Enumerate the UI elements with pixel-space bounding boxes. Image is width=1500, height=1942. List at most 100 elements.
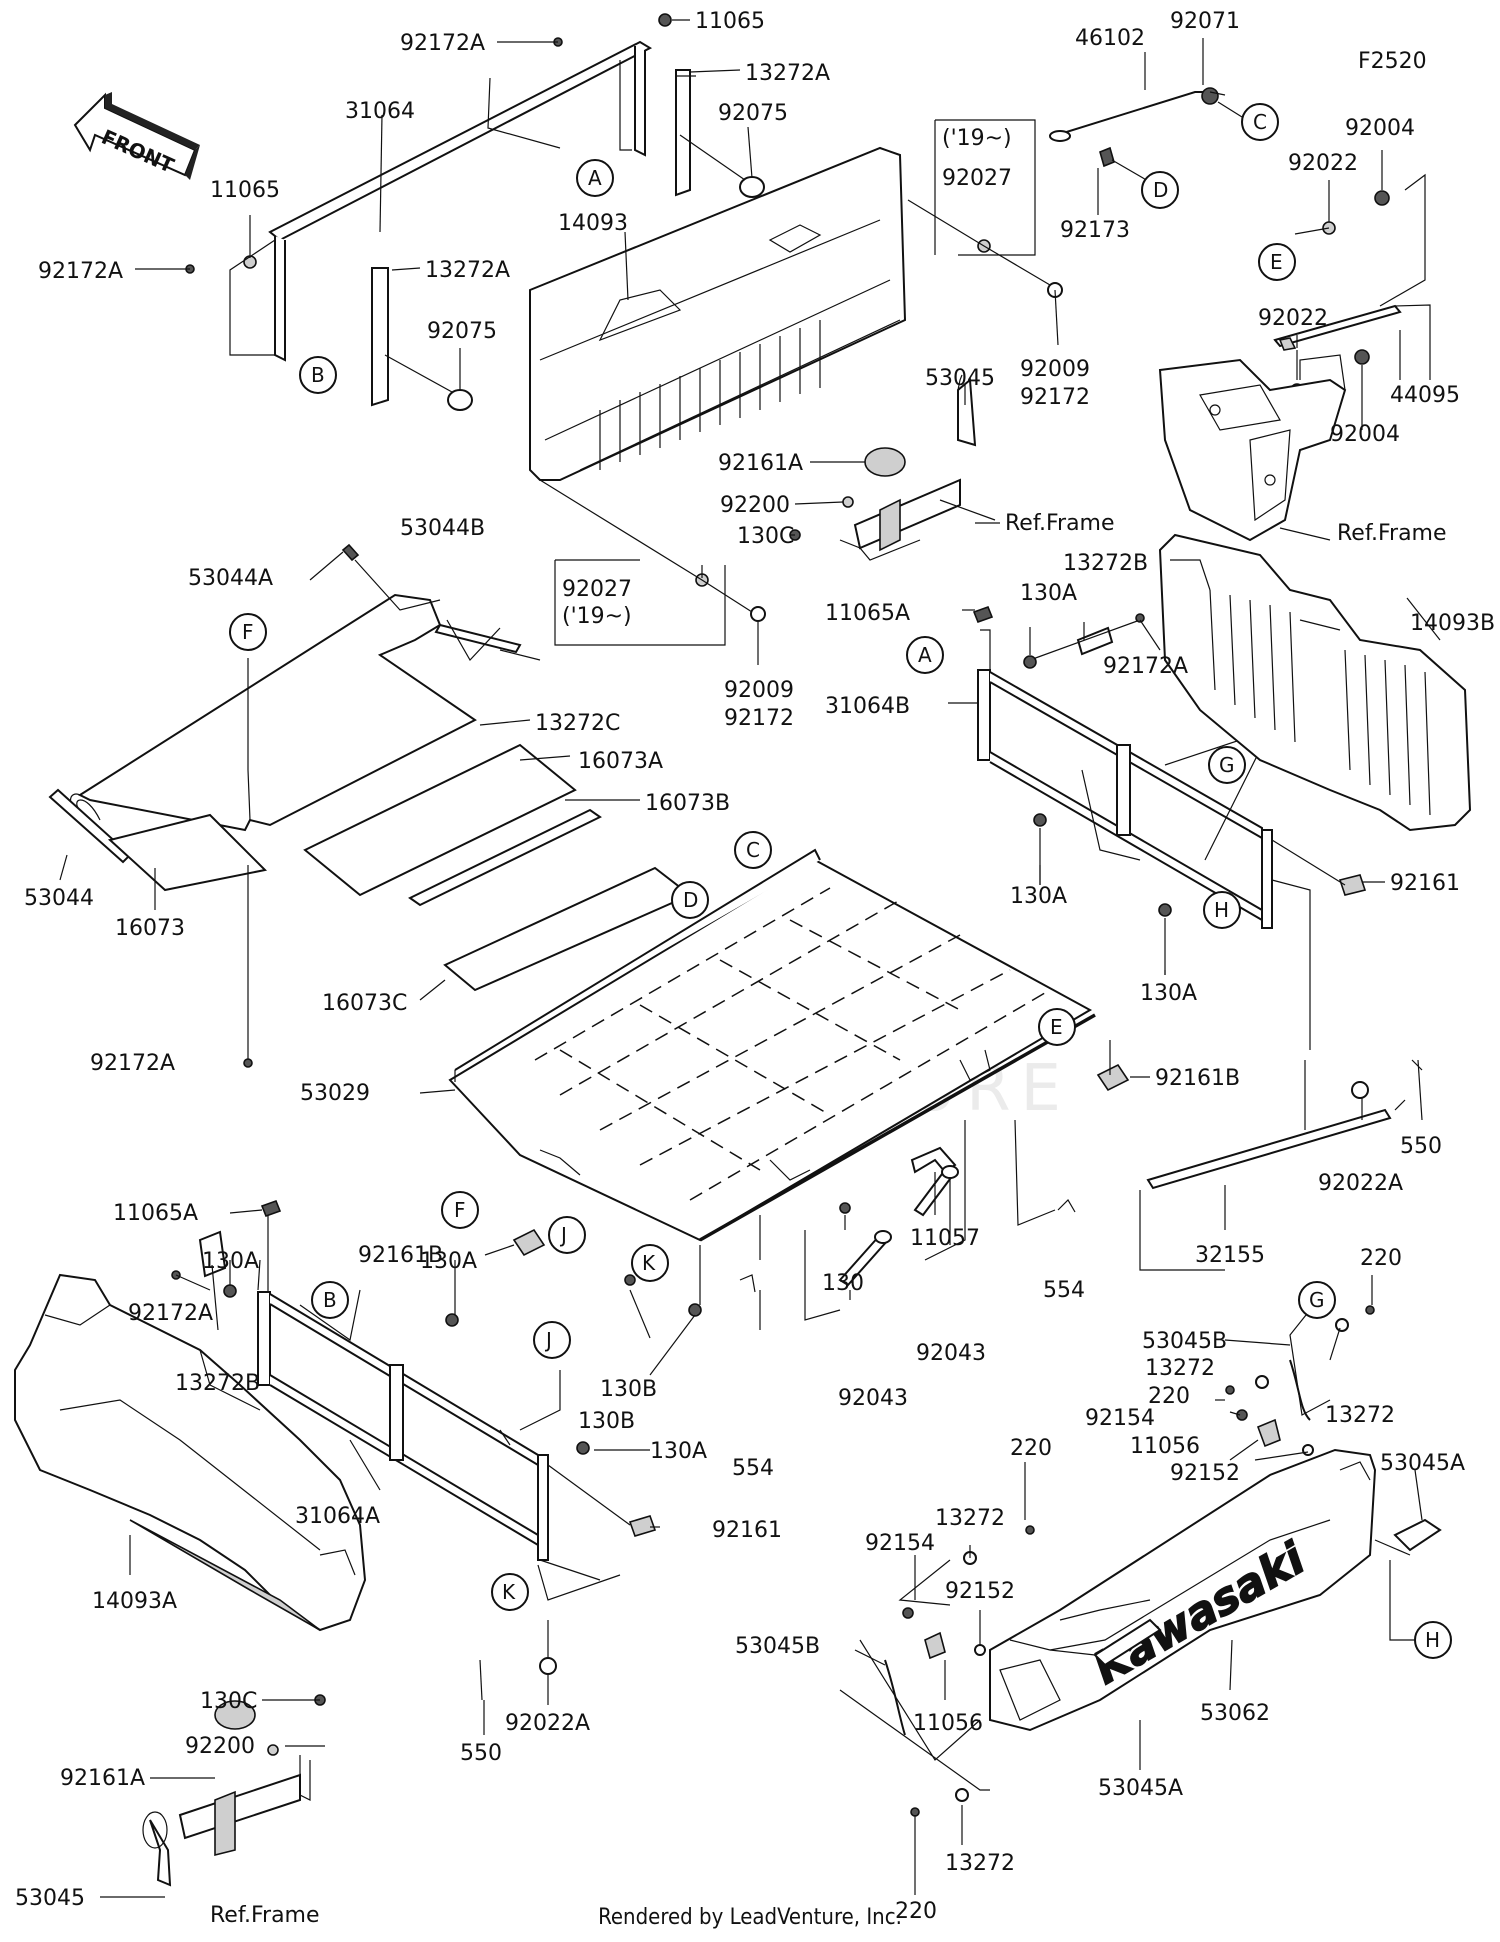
svg-text:J: J (559, 1223, 567, 1247)
callout-A-mid: A (906, 636, 944, 674)
label-130A-r2: 130A (1010, 884, 1067, 909)
pin-554-right (1057, 1199, 1076, 1213)
label-11056-bottom: 11056 (913, 1711, 983, 1736)
footer-credit: Rendered by LeadVenture, Inc. (598, 1905, 902, 1930)
svg-text:G: G (1309, 1288, 1325, 1312)
bed-floor-53029 (448, 848, 1096, 1242)
bracket-13272A-mid (371, 267, 389, 407)
svg-text:H: H (1425, 1628, 1440, 1652)
svg-text:H: H (1214, 898, 1229, 922)
strap-53045B-top (1289, 1359, 1311, 1421)
nut-92004-top (1374, 190, 1390, 206)
side-panel-14093B (1158, 533, 1472, 832)
svg-text:E: E (1050, 1015, 1063, 1039)
year-note-text-upper: ('19~) (942, 126, 1012, 151)
year-note-lower: ('19~) (554, 559, 726, 646)
label-13272B-right: 13272B (1063, 551, 1148, 576)
svg-text:E: E (1270, 250, 1283, 274)
bumper-92161B-left (512, 1228, 546, 1257)
label-14093B: 14093B (1410, 611, 1495, 636)
label-92161A-top: 92161A (718, 451, 803, 476)
svg-text:A: A (588, 166, 602, 190)
grommet-92075-top (739, 176, 765, 198)
callout-F-upper: F (229, 613, 267, 651)
tailgate-53062: Kawasaki (989, 1448, 1377, 1732)
callout-E-upper: E (1258, 243, 1296, 281)
cap-11065A-right (972, 605, 994, 624)
label-220-a: 220 (1360, 1246, 1402, 1271)
label-92172-lower: 92172 (724, 706, 794, 731)
cap-11065A-left (260, 1199, 282, 1218)
label-92152-b: 92152 (945, 1579, 1015, 1604)
label-16073C: 16073C (322, 991, 407, 1016)
callout-F-bed: F (441, 1191, 479, 1229)
label-92043-b: 92043 (916, 1341, 986, 1366)
label-53045B-top: 53045B (1142, 1329, 1227, 1354)
handle-53045A-bottom (1093, 1618, 1162, 1667)
label-92154-b: 92154 (865, 1531, 935, 1556)
label-130C-bottom: 130C (200, 1689, 257, 1714)
label-92161A-bottom: 92161A (60, 1766, 145, 1791)
svg-text:B: B (323, 1288, 337, 1312)
label-11065A-right: 11065A (825, 601, 910, 626)
grommet-92075-mid (447, 389, 473, 411)
svg-text:F: F (454, 1198, 466, 1222)
label-92022-top: 92022 (1288, 151, 1358, 176)
callout-C-bed: C (734, 831, 772, 869)
front-arrow-icon: FRONT (73, 92, 200, 180)
label-53045B-bottom: 53045B (735, 1634, 820, 1659)
label-11065-top: 11065 (695, 9, 765, 34)
svg-text:K: K (502, 1580, 516, 1604)
diagram-code: F2520 (1358, 49, 1427, 74)
label-92004-top: 92004 (1345, 116, 1415, 141)
label-31064B: 31064B (825, 694, 910, 719)
label-92004-mid: 92004 (1330, 422, 1400, 447)
nut-92004-mid (1354, 349, 1370, 365)
clip-53044A (341, 543, 360, 562)
label-46102: 46102 (1075, 26, 1145, 51)
label-11065A-left: 11065A (113, 1201, 198, 1226)
label-554-left: 554 (732, 1456, 774, 1481)
label-13272-a: 13272 (1145, 1356, 1215, 1381)
mat-16073A (303, 743, 577, 897)
label-130A-l1: 130A (202, 1249, 259, 1274)
callout-B-lower: B (311, 1281, 349, 1319)
label-92022A-right: 92022A (1318, 1171, 1403, 1196)
svg-text:B: B (311, 363, 325, 387)
callout-H-mid: H (1203, 891, 1241, 929)
label-92071: 92071 (1170, 9, 1240, 34)
label-92200-bottom: 92200 (185, 1734, 255, 1759)
frame-bracket-top-right (1158, 354, 1347, 542)
rod-46102 (1049, 87, 1226, 142)
svg-text:C: C (1253, 110, 1267, 134)
callout-H-lower: H (1414, 1621, 1452, 1659)
label-92009-lower: 92009 (724, 678, 794, 703)
label-220-b: 220 (1148, 1384, 1190, 1409)
label-92027-upper: 92027 (942, 166, 1012, 191)
label-53029: 53029 (300, 1081, 370, 1106)
label-550-right: 550 (1400, 1134, 1442, 1159)
label-14093: 14093 (558, 211, 628, 236)
label-53044A: 53044A (188, 566, 273, 591)
label-92022A-left: 92022A (505, 1711, 590, 1736)
label-130C-top: 130C (737, 524, 794, 549)
svg-text:A: A (918, 643, 932, 667)
callout-K-bed: K (631, 1244, 669, 1282)
label-92152-a: 92152 (1170, 1461, 1240, 1486)
label-92043-a: 92043 (838, 1386, 908, 1411)
year-note-text-lower: ('19~) (562, 604, 632, 629)
callout-A-upper: A (576, 159, 614, 197)
svg-text:F: F (242, 620, 254, 644)
strip-53044B (434, 623, 522, 654)
plate-13272B-left (198, 1230, 227, 1278)
label-53044B: 53044B (400, 516, 485, 541)
callout-G-mid: G (1208, 746, 1246, 784)
label-13272A-top: 13272A (745, 61, 830, 86)
label-92075-top: 92075 (718, 101, 788, 126)
label-13272B-left: 13272B (175, 1371, 260, 1396)
strap-53045B-bottom (884, 1659, 906, 1736)
label-16073A: 16073A (578, 749, 663, 774)
label-13272C: 13272C (535, 711, 620, 736)
label-130A-r3: 130A (1140, 981, 1197, 1006)
